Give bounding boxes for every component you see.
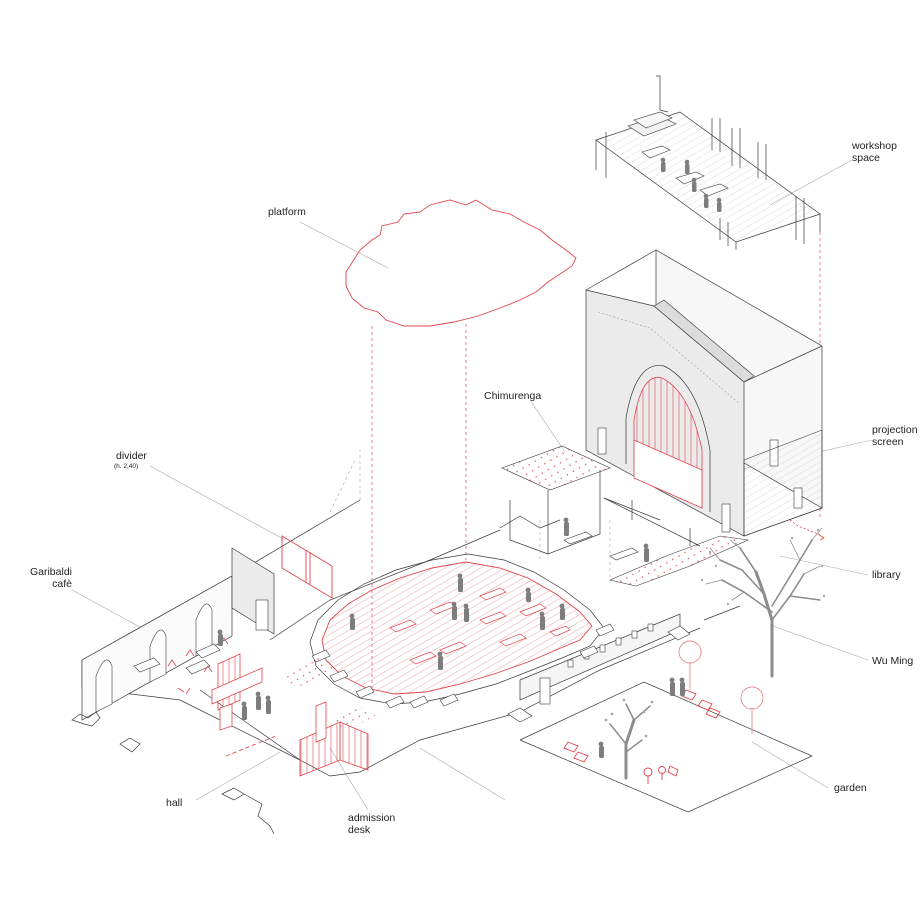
label-chimurenga: Chimurenga — [484, 390, 542, 402]
label-garibaldi-line1: Garibaldi — [29, 566, 72, 578]
label-admission-desk-line1: admission — [348, 812, 396, 824]
label-garibaldi-line2: cafè — [52, 578, 72, 590]
label-admission-desk-line2: desk — [348, 824, 371, 836]
label-wu-ming: Wu Ming — [872, 655, 914, 667]
label-divider-height: (h. 2,40) — [114, 463, 139, 470]
hall-admission — [133, 599, 376, 777]
label-projection-screen-line2: screen — [872, 436, 904, 448]
garden-area — [519, 605, 813, 813]
label-workshop-space-line1: workshop — [852, 140, 897, 152]
label-divider: divider — [116, 450, 147, 462]
garden-tree — [604, 698, 654, 780]
people-figures — [217, 517, 649, 720]
chimurenga-wall — [585, 249, 825, 541]
label-garden: garden — [834, 782, 867, 794]
label-hall: hall — [166, 797, 183, 809]
chimurenga-room — [501, 445, 750, 587]
label-platform: platform — [268, 206, 306, 218]
leader-lines — [71, 159, 873, 811]
wu-ming-tree — [700, 527, 826, 678]
platform-outline — [345, 199, 577, 690]
workshop-space-drawing — [595, 75, 821, 520]
central-platform — [309, 553, 615, 709]
label-workshop-space-line2: space — [852, 152, 881, 164]
label-library: library — [872, 569, 901, 581]
label-projection-screen-line1: projection — [872, 424, 918, 436]
